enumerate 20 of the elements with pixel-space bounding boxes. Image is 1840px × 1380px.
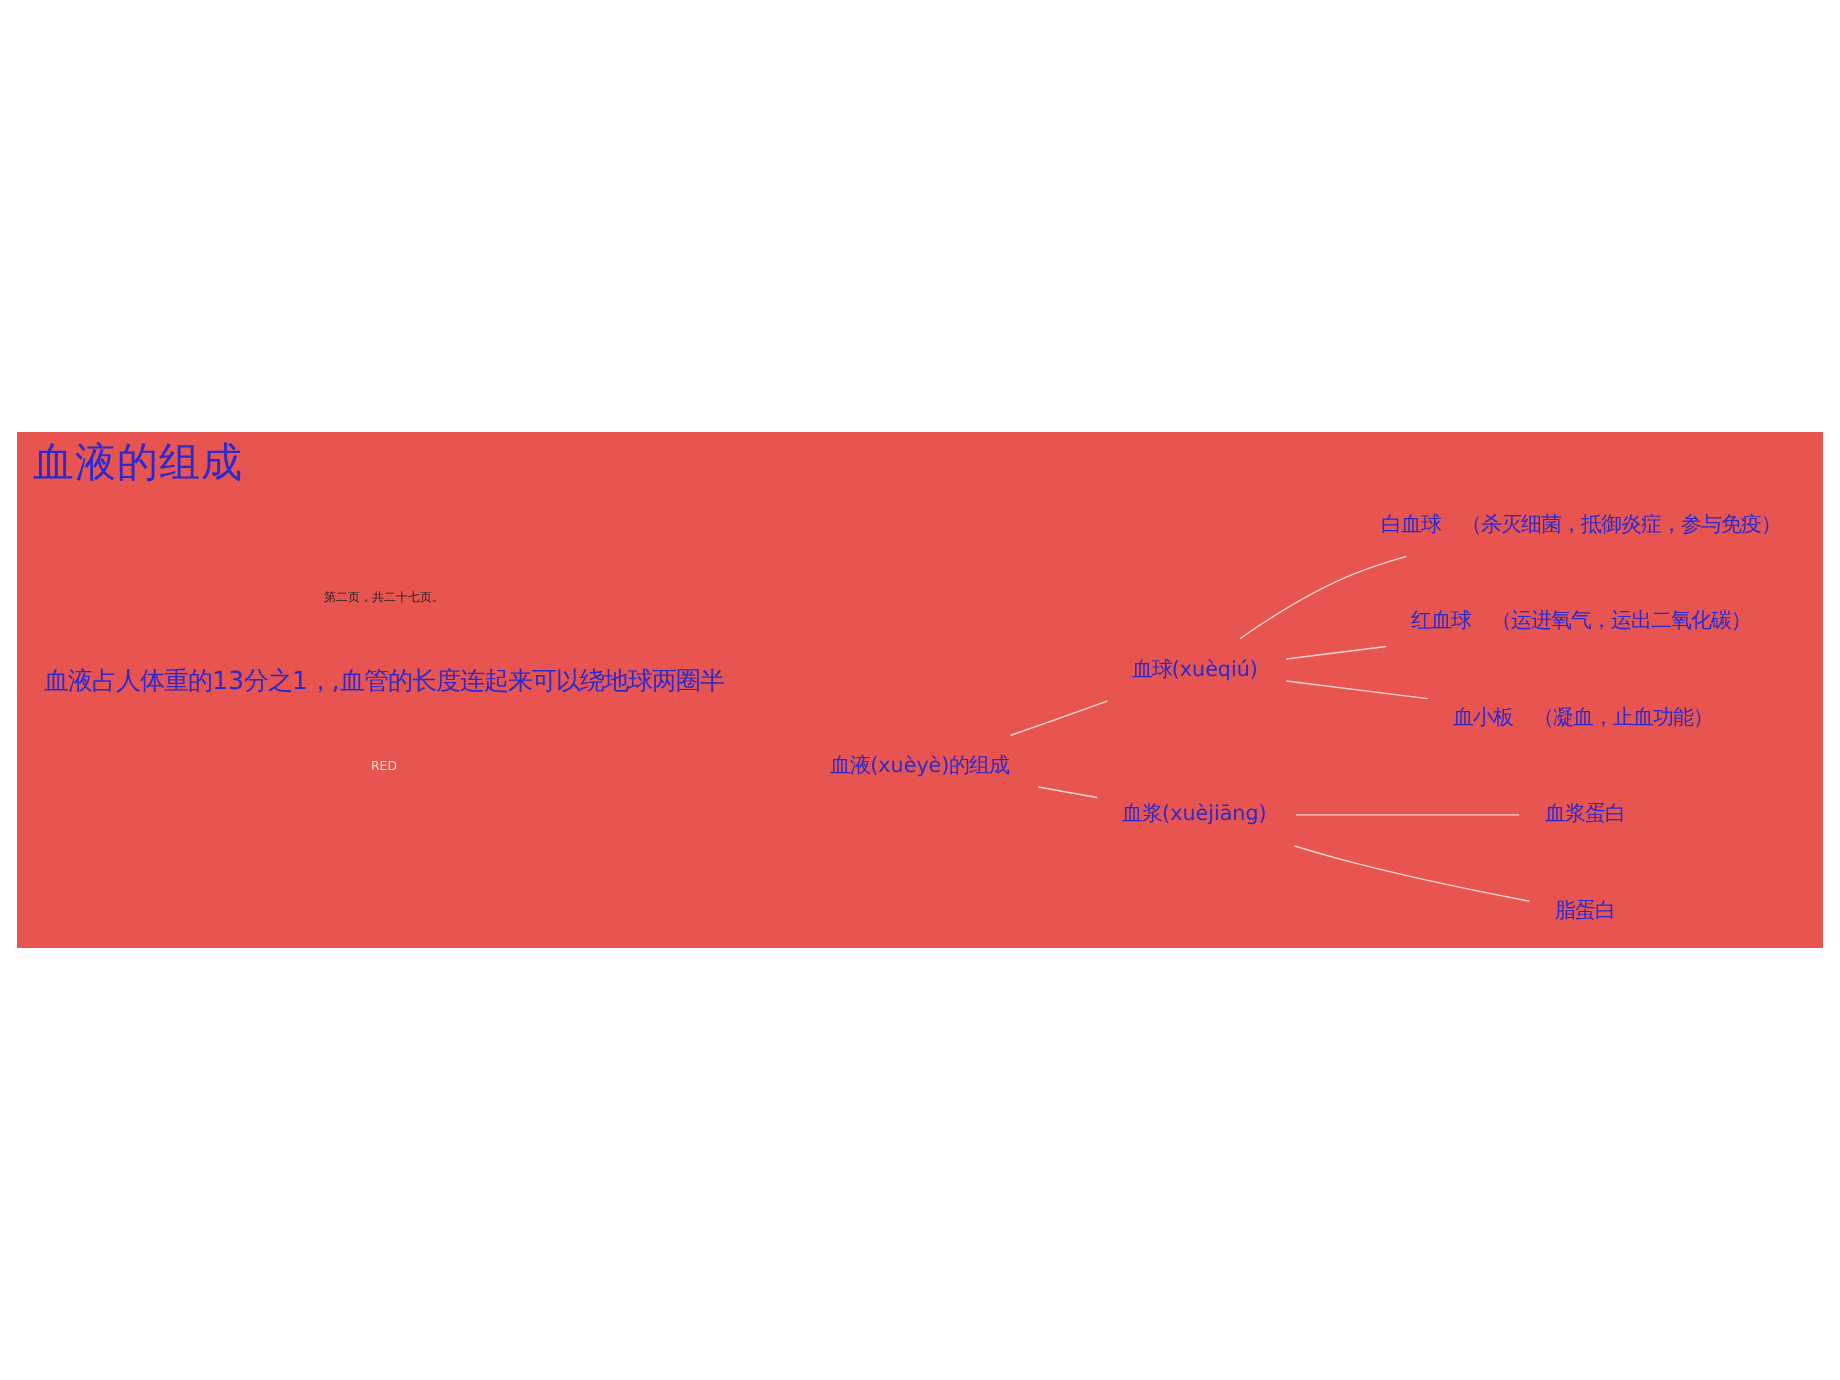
node-text: 脂蛋白 bbox=[1554, 898, 1615, 923]
node-text: 血液(xuèyè)的组成 bbox=[830, 754, 1010, 779]
node-text: 血球(xuèqiú) bbox=[1131, 657, 1258, 682]
node-text: 血小板 bbox=[1452, 705, 1513, 730]
connector bbox=[1295, 814, 1520, 816]
node-label: （运进氧气，运出二氧化碳） bbox=[1491, 609, 1752, 634]
connector bbox=[1037, 786, 1098, 799]
node-text: 血浆(xuèjiāng) bbox=[1122, 802, 1267, 827]
connector bbox=[1285, 645, 1387, 660]
node-text: 血浆蛋白 bbox=[1544, 802, 1625, 827]
node-label: （杀灭细菌，抵御炎症，参与免疫） bbox=[1460, 512, 1781, 537]
connector bbox=[1285, 680, 1429, 700]
node-text: 红血球 bbox=[1411, 609, 1472, 634]
node-text: 白血球 bbox=[1380, 512, 1441, 537]
label: 血液占人体重的13分之1，,血管的长度连起来可以绕地球两圈半 bbox=[44, 664, 724, 695]
node-label: （凝血，止血功能） bbox=[1532, 705, 1713, 730]
connector bbox=[1239, 555, 1408, 640]
connector bbox=[1009, 700, 1108, 737]
diagram-title: 血液的组成 bbox=[32, 438, 243, 487]
connector bbox=[1293, 845, 1531, 902]
